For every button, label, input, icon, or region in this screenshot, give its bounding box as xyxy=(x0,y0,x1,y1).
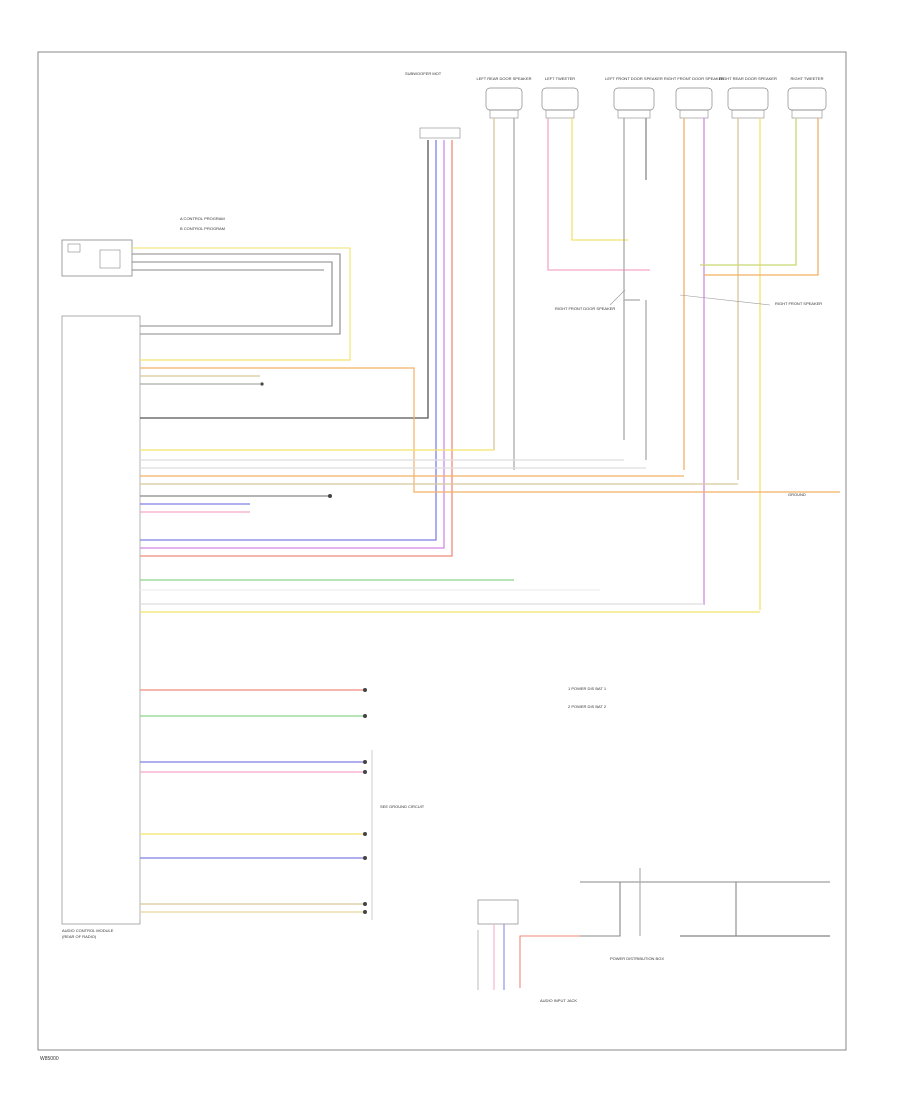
top-right-note: SUBWOOFER MOT xyxy=(405,71,442,76)
speaker-label-lfd: LEFT FRONT DOOR SPEAKER xyxy=(605,76,663,81)
audio-input-jack xyxy=(477,899,519,990)
legend-a: A CONTROL PROGRAM xyxy=(180,216,225,221)
speakers xyxy=(485,87,827,119)
speaker-rrd xyxy=(727,87,769,119)
power-distribution-label: POWER DISTRIBUTION BOX xyxy=(610,956,664,961)
see-ground-label: SEE GROUND CIRCUIT xyxy=(380,804,425,809)
speaker-lrd xyxy=(485,87,523,119)
ground-label: GROUND xyxy=(788,492,806,497)
bottom-code: W85000 xyxy=(40,1056,59,1062)
speaker-label-rrd: RIGHT REAR DOOR SPEAKER xyxy=(719,76,777,81)
main-module-sub: (REAR OF RADIO) xyxy=(62,934,97,939)
audio-input-jack-label: AUDIO INPUT JACK xyxy=(540,998,577,1003)
speaker-rft xyxy=(787,87,827,119)
wire-end-dots xyxy=(260,382,367,914)
speaker-wires xyxy=(493,118,819,610)
subwoofer-wires xyxy=(140,140,453,557)
audio-control-module xyxy=(61,315,141,925)
right-ref-2: 2 POWER DIS BAT 2 xyxy=(568,704,607,709)
module-wires xyxy=(140,359,840,913)
splice-leaders xyxy=(609,289,771,306)
subwoofer-connector xyxy=(419,127,461,139)
splice-label-left: RIGHT FRONT DOOR SPEAKER xyxy=(555,306,615,311)
power-distribution-wires xyxy=(519,868,830,988)
speaker-label-rft: RIGHT TWEETER xyxy=(791,76,824,81)
speaker-lfd xyxy=(613,87,655,119)
speaker-label-lft: LEFT TWEETER xyxy=(545,76,575,81)
top-left-loops xyxy=(132,247,351,361)
speaker-lft xyxy=(541,87,579,119)
legend-b: B CONTROL PROGRAM xyxy=(180,226,225,231)
diagram-border xyxy=(37,51,847,1051)
speaker-rfd xyxy=(675,87,713,119)
speaker-label-rfd: RIGHT FRONT DOOR SPEAKER xyxy=(664,76,724,81)
connector-top-left xyxy=(61,239,133,277)
speaker-label-lrd: LEFT REAR DOOR SPEAKER xyxy=(476,76,531,81)
splice-label-right: RIGHT FRONT SPEAKER xyxy=(775,301,822,306)
right-ref-1: 1 POWER DIS BAT 1 xyxy=(568,686,607,691)
main-module-label: AUDIO CONTROL MODULE xyxy=(62,928,114,933)
